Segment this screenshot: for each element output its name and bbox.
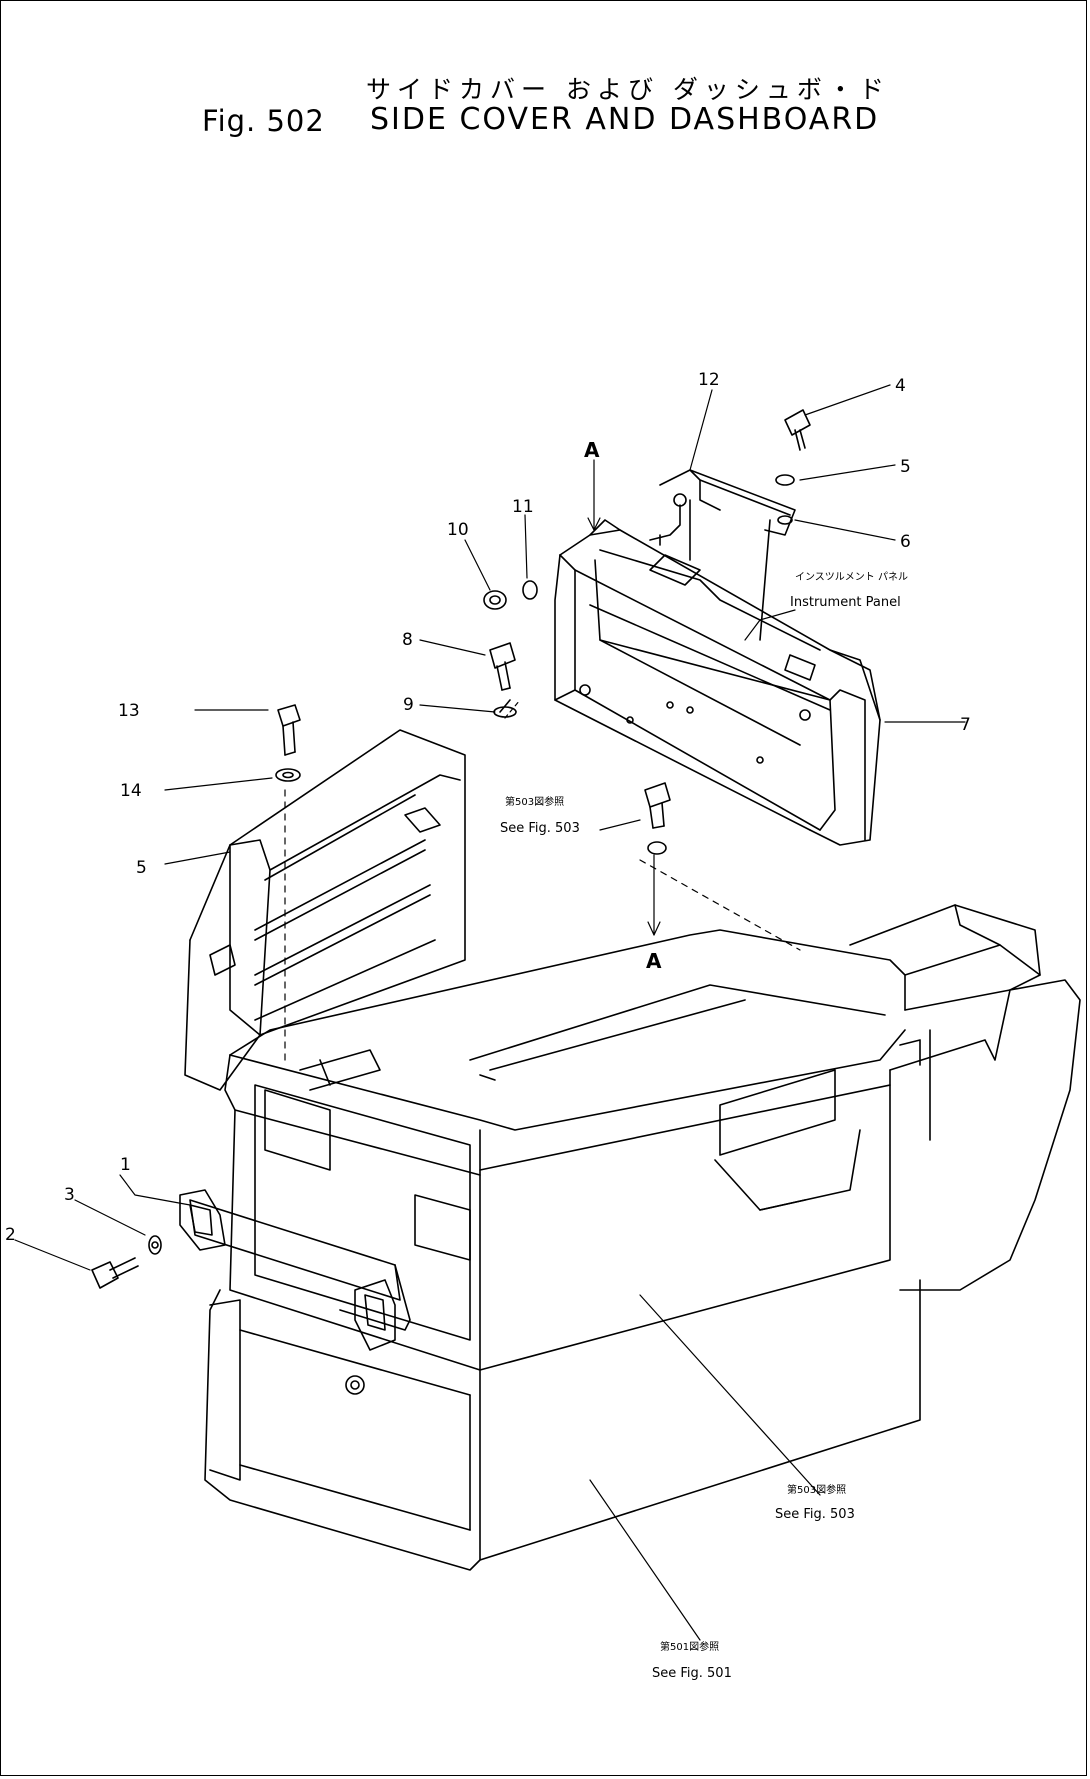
callout-1: 1: [120, 1155, 131, 1175]
see-fig-501: See Fig. 501: [652, 1666, 732, 1681]
callout-7: 7: [960, 715, 971, 735]
instrument-panel: [649, 469, 796, 641]
see-fig-503-lower-jp: 第503図参照: [787, 1483, 846, 1496]
callout-4: 4: [895, 376, 906, 396]
callout-9: 9: [403, 695, 414, 715]
title-japanese: サイドカバー および ダッシュボ・ド: [366, 75, 890, 104]
callout-13: 13: [118, 701, 140, 721]
section-marker-top: A: [584, 438, 600, 462]
fasteners: [91, 409, 811, 1289]
reference-notes: インスツルメント パネル Instrument Panel 第503図参照 Se…: [500, 571, 908, 1681]
callout-2: 2: [5, 1225, 16, 1245]
leader-lines: [14, 384, 966, 1641]
dashboard-assembly: [554, 519, 881, 846]
see-fig-503-upper: See Fig. 503: [500, 821, 580, 836]
callout-3: 3: [64, 1185, 75, 1205]
instrument-panel-label: Instrument Panel: [790, 595, 901, 610]
figure-number: Fig. 502: [202, 104, 325, 138]
callout-14: 14: [120, 781, 142, 801]
section-marker-bottom: A: [646, 949, 662, 973]
callout-8: 8: [402, 630, 413, 650]
see-fig-503-lower: See Fig. 503: [775, 1507, 855, 1522]
callout-labels: 1 2 3 4 5 6 7 8 9 10 11 12 13 14 5 A A: [5, 370, 971, 1245]
machine-body: [204, 904, 1081, 1571]
see-fig-501-jp: 第501図参照: [660, 1640, 719, 1653]
callout-5-side: 5: [136, 858, 147, 878]
instrument-panel-label-jp: インスツルメント パネル: [795, 571, 908, 583]
upper-side-cover: [184, 729, 466, 1091]
front-side-cover: [179, 1189, 411, 1395]
callout-12: 12: [698, 370, 720, 390]
callout-11: 11: [512, 497, 534, 517]
callout-5-top: 5: [900, 457, 911, 477]
callout-10: 10: [447, 520, 469, 540]
title-english: SIDE COVER AND DASHBOARD: [370, 102, 880, 137]
callout-6: 6: [900, 532, 911, 552]
see-fig-503-upper-jp: 第503図参照: [505, 795, 564, 808]
